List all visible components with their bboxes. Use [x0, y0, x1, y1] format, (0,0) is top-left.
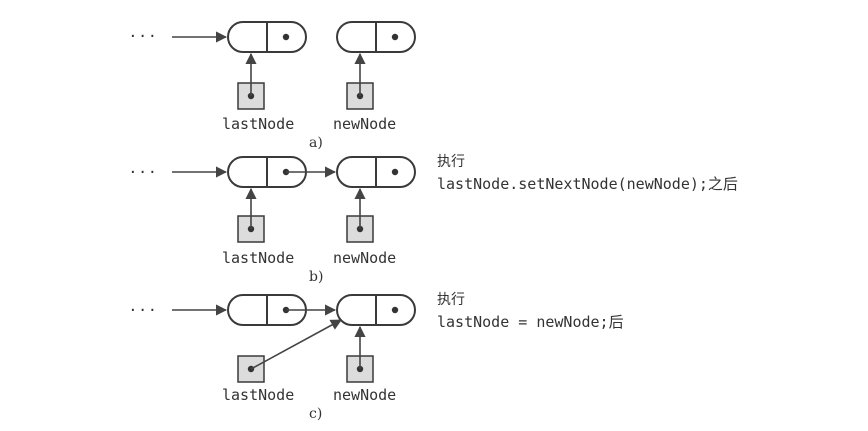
ellipsis-b: ···	[130, 162, 159, 183]
new-node-b	[336, 156, 416, 188]
caption-c: c)	[309, 406, 322, 422]
new-node-c	[336, 294, 416, 326]
new-node-label-b: newNode	[333, 249, 396, 267]
panel-c: ··· lastNode newNode c) 执行 lastNode = ne…	[130, 292, 624, 422]
last-node-label-a: lastNode	[222, 115, 294, 133]
ellipsis-a: ···	[130, 26, 159, 47]
last-node-a	[227, 21, 307, 53]
new-node-ref-a	[346, 52, 374, 110]
new-node-label-c: newNode	[333, 386, 396, 404]
last-node-ref-b	[237, 187, 265, 243]
new-node-a	[336, 21, 416, 53]
new-node-label-a: newNode	[333, 115, 396, 133]
panel-a: ··· lastNode newNode a)	[130, 21, 416, 151]
last-node-ref-a	[237, 52, 265, 110]
last-node-ref-c	[237, 319, 342, 383]
caption-a: a)	[309, 135, 323, 151]
note-c-line1: 执行	[437, 292, 465, 308]
note-b-line1: 执行	[437, 154, 465, 170]
note-c-line2: lastNode = newNode;后	[437, 313, 624, 331]
panel-b: ··· lastNode newNode b) 执行 lastNode.setN…	[130, 154, 738, 285]
new-node-ref-c	[346, 325, 374, 383]
new-node-ref-b	[346, 187, 374, 243]
caption-b: b)	[309, 269, 323, 285]
ellipsis-c: ···	[130, 300, 159, 321]
last-node-label-c: lastNode	[222, 386, 294, 404]
note-b-line2: lastNode.setNextNode(newNode);之后	[437, 175, 738, 193]
last-node-label-b: lastNode	[222, 249, 294, 267]
